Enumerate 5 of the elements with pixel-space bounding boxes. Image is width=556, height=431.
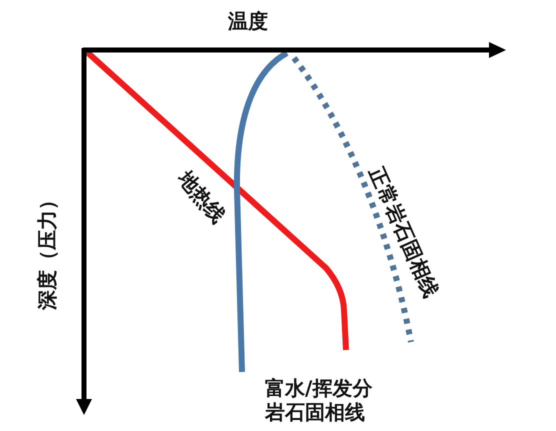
axis-label: 温度 [228,9,268,33]
curve-label: 富水/挥发分岩石固相线 [265,376,374,424]
curve-label: 正常岩石固相线 [364,163,444,301]
curve-label: 地热线 [174,166,230,228]
axis-label: 深度（压力） [35,190,59,310]
